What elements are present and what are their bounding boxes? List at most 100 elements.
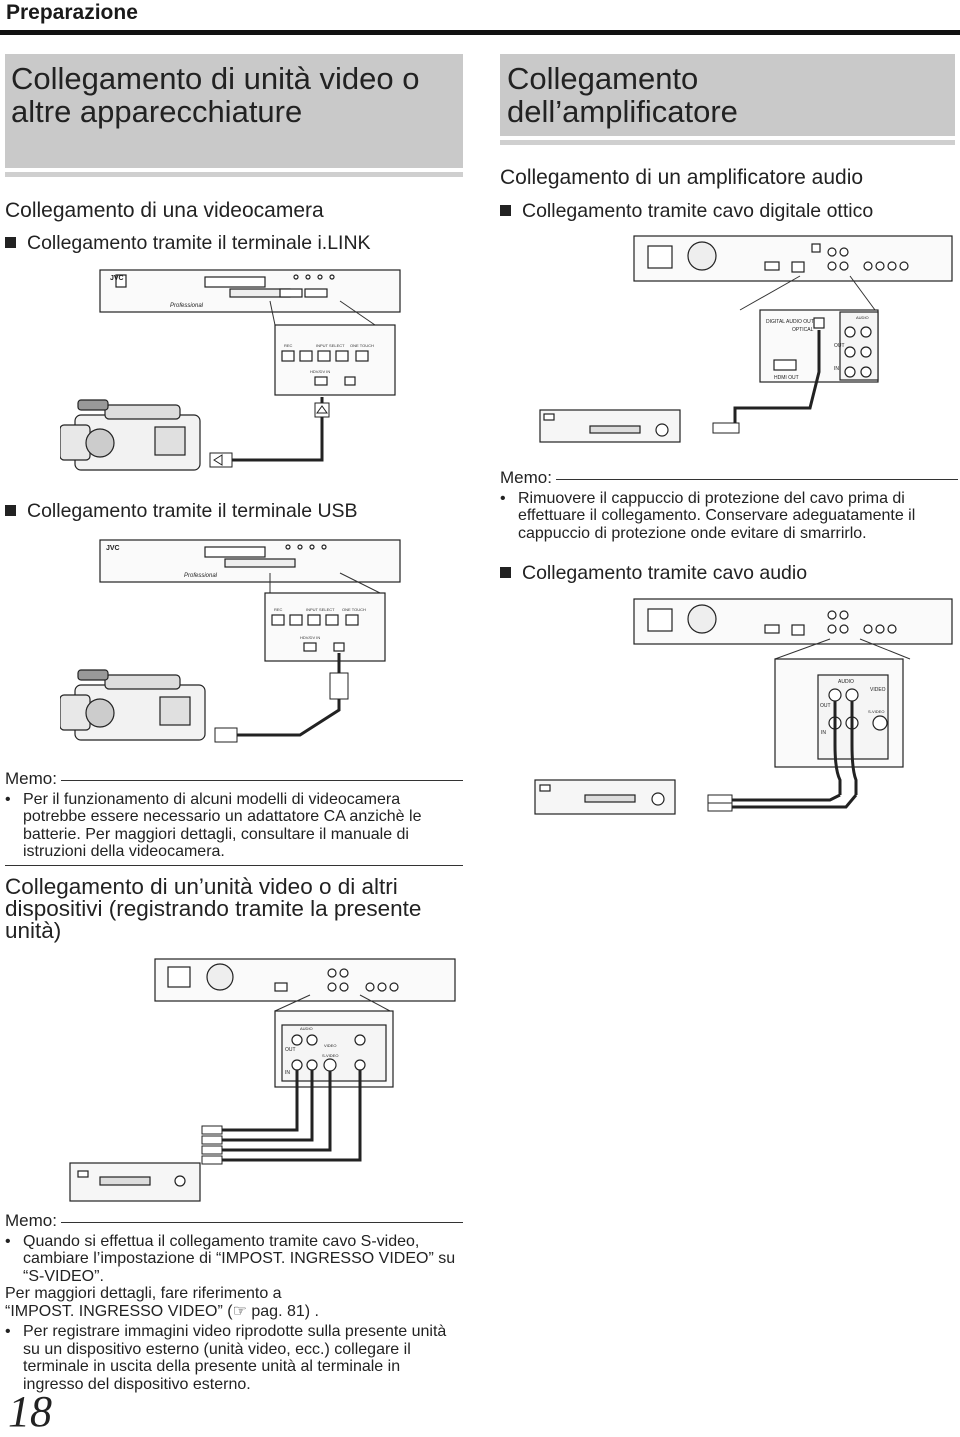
back-panel-zoom — [274, 1010, 394, 1088]
video-cable — [220, 1070, 314, 1142]
amplifier-illustration — [539, 409, 681, 443]
optical-label: OPTICAL — [792, 327, 814, 333]
memo-video-list-2: Per registrare immagini video riprodotte… — [5, 1323, 463, 1393]
memo-label: Memo: — [500, 469, 958, 487]
audio-cable-run — [730, 793, 841, 802]
s-video-plug — [201, 1145, 223, 1155]
arrow-up-icon — [316, 405, 328, 414]
video-cable — [220, 1071, 332, 1152]
rca-plug — [201, 1155, 223, 1165]
left-title: Collegamento di unità video o altre appa… — [11, 61, 420, 129]
jvc-logo: JVC — [106, 545, 120, 552]
left-title-rule — [5, 172, 463, 177]
bullet-audio-text: Collegamento tramite cavo audio — [522, 562, 808, 584]
zoom-line — [274, 994, 311, 1012]
rec-label: REC — [284, 343, 293, 348]
zoom-line — [339, 300, 376, 326]
video-label: VIDEO — [870, 687, 886, 693]
recorder-back-panel — [633, 598, 953, 645]
audio-label: AUDIO — [300, 1026, 313, 1031]
amplifier-heading: Collegamento di un amplificatore audio — [500, 166, 864, 189]
memo-video-ref: “IMPOST. INGRESSO VIDEO” (☞ pag. 81) . — [5, 1302, 319, 1320]
back-panel-zoom — [774, 658, 904, 768]
s-video-label: S-VIDEO — [322, 1053, 338, 1058]
bullet-ilink-text: Collegamento tramite il terminale i.LINK — [27, 232, 371, 254]
memo-cam-list: Per il funzionamento di alcuni modelli d… — [5, 791, 463, 861]
out-label: OUT — [820, 703, 831, 709]
professional-logo: Professional — [170, 303, 204, 309]
zoom-line — [774, 638, 831, 660]
arrow-left-icon — [213, 454, 223, 466]
usb-cable — [235, 653, 341, 737]
audio-cable-left — [833, 701, 842, 795]
hdmi-out-label: HDMI OUT — [774, 375, 799, 381]
bullet-square-icon — [500, 567, 511, 578]
one-touch-label: ONE TOUCH — [342, 607, 366, 612]
optical-plug — [712, 422, 740, 434]
s-video-label: S-VIDEO — [868, 709, 884, 714]
zoom-line — [339, 572, 381, 594]
right-title-box: Collegamento dell’amplificatore — [500, 54, 955, 145]
page-number: 18 — [8, 1387, 52, 1436]
recorder-deck-front — [99, 269, 401, 313]
in-label: IN — [285, 1070, 290, 1076]
right-title: Collegamento dell’amplificatore — [507, 61, 738, 129]
section-header: Preparazione — [0, 0, 960, 35]
bullet-usb: Collegamento tramite il terminale USB — [5, 500, 358, 523]
bullet-square-icon — [500, 205, 511, 216]
memo-video: Memo: Quando si effettua il collegamento… — [5, 1212, 463, 1393]
memo-amp-list: Rimuovere il cappuccio di protezione del… — [500, 490, 958, 543]
memo-video-item: Per registrare immagini video riprodotte… — [5, 1323, 463, 1393]
vcr-illustration — [69, 1162, 201, 1202]
memo-label: Memo: — [5, 770, 463, 788]
amplifier-illustration — [534, 779, 676, 815]
memo-end-rule — [5, 864, 463, 866]
bullet-optical: Collegamento tramite cavo digitale ottic… — [500, 200, 873, 223]
digital-audio-out-label: DIGITAL AUDIO OUT — [766, 319, 814, 325]
memo-video-list: Quando si effettua il collegamento trami… — [5, 1233, 463, 1286]
memo-cam-item: Per il funzionamento di alcuni modelli d… — [5, 791, 463, 861]
bullet-audio: Collegamento tramite cavo audio — [500, 562, 807, 585]
deck-panel-zoom — [274, 324, 396, 396]
in-label: IN — [834, 366, 839, 372]
audio-cable-run — [730, 794, 858, 809]
right-title-rule — [500, 140, 955, 145]
zoom-line — [269, 300, 276, 326]
zoom-line — [359, 994, 391, 1012]
audio-label: AUDIO — [856, 315, 869, 320]
in-label: IN — [821, 730, 826, 736]
recorder-back-panel — [633, 235, 953, 282]
audio-label: AUDIO — [838, 679, 854, 685]
memo-cam: Memo: Per il funzionamento di alcuni mod… — [5, 770, 463, 866]
ilink-diagram: JVC Professional REC INPUT SELECT ONE TO… — [60, 269, 401, 471]
videocamera-heading: Collegamento di una videocamera — [5, 199, 324, 222]
zoom-line — [849, 275, 876, 311]
video-label: VIDEO — [324, 1043, 336, 1048]
rca-plug — [201, 1125, 223, 1135]
optical-cable — [733, 330, 821, 428]
video-cable — [220, 1070, 362, 1162]
memo-amp-item: Rimuovere il cappuccio di protezione del… — [500, 490, 958, 543]
zoom-line — [739, 275, 801, 311]
memo-video-plain: Per maggiori dettagli, fare riferimento … — [5, 1285, 282, 1302]
rec-label: REC — [274, 607, 283, 612]
video-device-diagram: AUDIO VIDEO S-VIDEO OUT IN — [69, 958, 456, 1202]
video-device-heading: Collegamento di un’unità video o di altr… — [5, 874, 422, 943]
camcorder-illustration — [60, 669, 206, 741]
zoom-line — [859, 638, 911, 660]
rca-plug — [707, 794, 733, 804]
usb-diagram: JVC Professional REC INPUT SELECT ONE TO… — [60, 539, 401, 743]
rca-plug — [707, 802, 733, 812]
audio-cable-right — [850, 701, 858, 795]
out-label: OUT — [285, 1047, 296, 1053]
hdv-dv-in-label: HDV/DV IN — [300, 635, 320, 640]
section-title: Preparazione — [6, 1, 138, 24]
bullet-square-icon — [5, 237, 16, 248]
bullet-square-icon — [5, 505, 16, 516]
usb-plug — [329, 672, 349, 700]
memo-video-item: Quando si effettua il collegamento trami… — [5, 1233, 463, 1286]
bullet-optical-text: Collegamento tramite cavo digitale ottic… — [522, 200, 874, 222]
jvc-logo: JVC — [110, 275, 124, 282]
input-select-label: INPUT SELECT — [306, 607, 335, 612]
usb-plug — [214, 727, 238, 743]
